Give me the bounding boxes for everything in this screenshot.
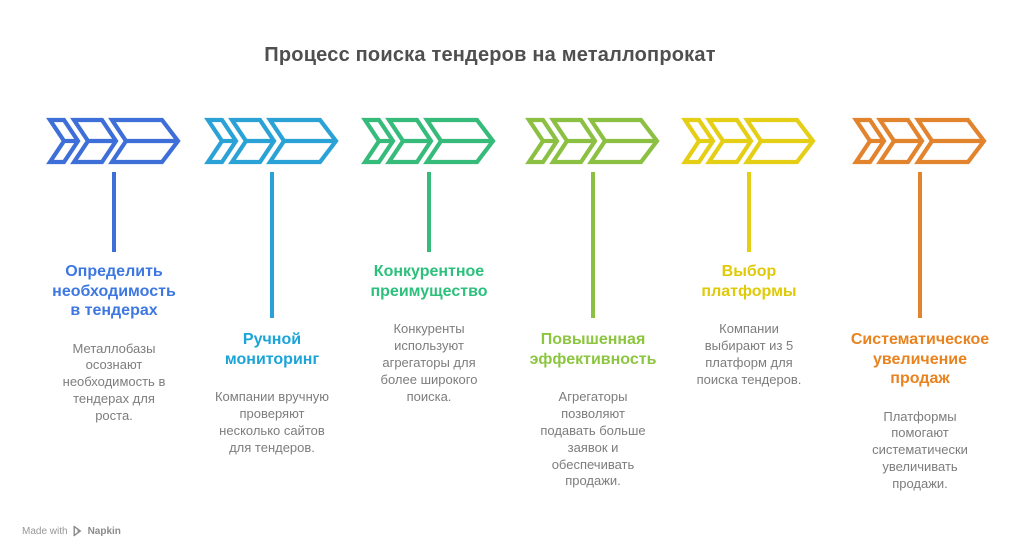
step-2-description: Компании вручную проверяют несколько сай… bbox=[214, 389, 330, 455]
step-2-connector-line bbox=[270, 172, 274, 318]
step-6-connector-line bbox=[918, 172, 922, 318]
step-5-chevron-arrows-icon bbox=[681, 117, 816, 165]
step-2-heading: Ручной мониторинг bbox=[224, 331, 320, 368]
step-1-connector-line bbox=[112, 172, 116, 252]
made-with-label: Made with bbox=[22, 525, 68, 537]
step-6-chevron-arrows-icon bbox=[852, 117, 987, 165]
step-4-heading: Повышенная эффективность bbox=[529, 331, 657, 368]
napkin-play-icon bbox=[73, 525, 81, 537]
step-4-description: Агрегаторы позволяют подавать больше зая… bbox=[540, 389, 646, 489]
diagram-title: Процесс поиска тендеров на металлопрокат bbox=[264, 44, 716, 66]
step-4-connector-line bbox=[591, 172, 595, 318]
step-6-heading: Систематическое увеличение продаж bbox=[850, 331, 990, 388]
step-2-chevron-arrows-icon bbox=[204, 117, 339, 165]
step-1-description: Металлобазы осознают необходимость в тен… bbox=[62, 340, 166, 424]
step-5-heading: Выбор платформы bbox=[701, 263, 797, 300]
step-1-heading: Определить необходимость в тендерах bbox=[52, 263, 176, 320]
step-1-chevron-arrows-icon bbox=[46, 117, 181, 165]
step-4-chevron-arrows-icon bbox=[525, 117, 660, 165]
step-3-chevron-arrows-icon bbox=[361, 117, 496, 165]
step-3-connector-line bbox=[427, 172, 431, 252]
napkin-credit: Made with Napkin bbox=[22, 525, 121, 537]
step-5-description: Компании выбирают из 5 платформ для поис… bbox=[696, 321, 802, 387]
step-5-connector-line bbox=[747, 172, 751, 252]
step-3-description: Конкуренты используют агрегаторы для бол… bbox=[380, 321, 478, 404]
step-3-heading: Конкурентное преимущество bbox=[370, 263, 488, 300]
step-6-description: Платформы помогают систематически увелич… bbox=[872, 408, 968, 492]
napkin-brand-label: Napkin bbox=[87, 525, 121, 537]
